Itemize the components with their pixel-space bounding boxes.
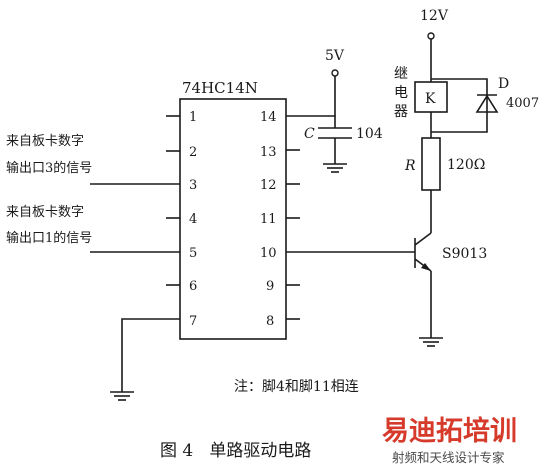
vcc-12v-terminal xyxy=(427,32,435,40)
relay-caption-2: 电 xyxy=(394,85,408,101)
transistor-model: S9013 xyxy=(442,246,487,262)
ic-right-pin-stubs xyxy=(286,149,300,320)
note-text: 注：脚4和脚11相连 xyxy=(234,379,359,395)
ic-left-pin-stubs xyxy=(166,115,180,286)
vcc-5v-terminal xyxy=(331,69,339,77)
vcc-5v-label: 5V xyxy=(325,48,345,64)
ic-name: 74HC14N xyxy=(182,79,258,97)
ic-pin-7: 7 xyxy=(189,314,197,329)
input2-label-line1: 来自板卡数字 xyxy=(6,205,84,220)
capacitor-value: 104 xyxy=(356,126,383,142)
input1-label-line1: 来自板卡数字 xyxy=(6,134,84,149)
input2-label-line2: 输出口1的信号 xyxy=(6,230,92,246)
ic-ground-wire xyxy=(121,318,180,392)
ic-pin-11: 11 xyxy=(260,212,277,227)
capacitor-label: C xyxy=(304,126,315,142)
ic-pin-12: 12 xyxy=(260,178,277,193)
capacitor-ground-symbol xyxy=(323,163,347,173)
ic-pin-9: 9 xyxy=(266,279,274,294)
input1-label-line2: 输出口3的信号 xyxy=(6,160,92,176)
transistor-emitter-arrow xyxy=(421,263,431,271)
relay-caption-1: 继 xyxy=(394,66,408,82)
ic-pin-1: 1 xyxy=(189,110,197,125)
diode-label: D xyxy=(498,76,509,92)
transistor-collector xyxy=(414,232,432,246)
diode-value: 4007 xyxy=(506,96,539,111)
ic-pin-5: 5 xyxy=(189,246,197,261)
transistor-ground-symbol xyxy=(419,337,443,347)
ic-pin-14: 14 xyxy=(260,110,277,125)
ic-pin-4: 4 xyxy=(189,212,197,227)
ic-pin-6: 6 xyxy=(189,279,197,294)
relay-coil-label: K xyxy=(425,91,436,107)
resistor-label: R xyxy=(404,158,416,174)
watermark-tagline: 射频和天线设计专家 xyxy=(392,450,505,465)
ic-pin-8: 8 xyxy=(266,314,274,329)
resistor-body xyxy=(421,137,441,191)
ic-body xyxy=(179,98,287,340)
ic-pin-3: 3 xyxy=(189,178,197,193)
resistor-value: 120Ω xyxy=(447,157,485,173)
ic-ground-symbol xyxy=(110,391,134,401)
figure-caption: 图 4 单路驱动电路 xyxy=(160,441,311,461)
vcc-12v-label: 12V xyxy=(420,8,449,24)
ic-pin-10: 10 xyxy=(260,246,277,261)
diode-symbol xyxy=(475,94,499,113)
ic-pin-13: 13 xyxy=(260,145,277,160)
diode-wire xyxy=(431,78,488,133)
relay-caption-3: 器 xyxy=(394,104,408,120)
ic-pin-2: 2 xyxy=(189,145,197,160)
watermark-logo: 易迪拓培训 xyxy=(382,416,517,447)
vcc-5v-wire xyxy=(286,76,336,117)
